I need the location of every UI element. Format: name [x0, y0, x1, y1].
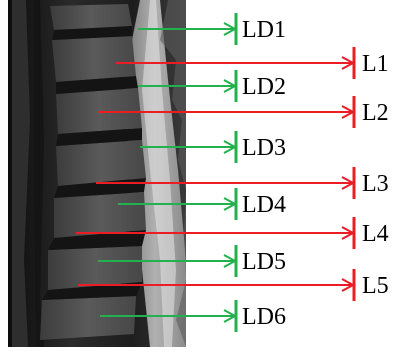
disc-label-2: LD2: [242, 74, 286, 100]
disc-label-4: LD4: [242, 192, 286, 218]
disc-label-6: LD6: [242, 304, 286, 330]
vertebra-label-3: L3: [362, 171, 389, 197]
vertebra-label-1: L1: [362, 51, 389, 77]
disc-label-1: LD1: [242, 17, 286, 43]
disc-label-5: LD5: [242, 249, 286, 275]
vertebra-label-2: L2: [362, 100, 389, 126]
mri-image: [8, 0, 186, 347]
disc-label-3: LD3: [242, 135, 286, 161]
vertebra-label-4: L4: [362, 221, 389, 247]
vertebra-label-5: L5: [362, 273, 389, 299]
